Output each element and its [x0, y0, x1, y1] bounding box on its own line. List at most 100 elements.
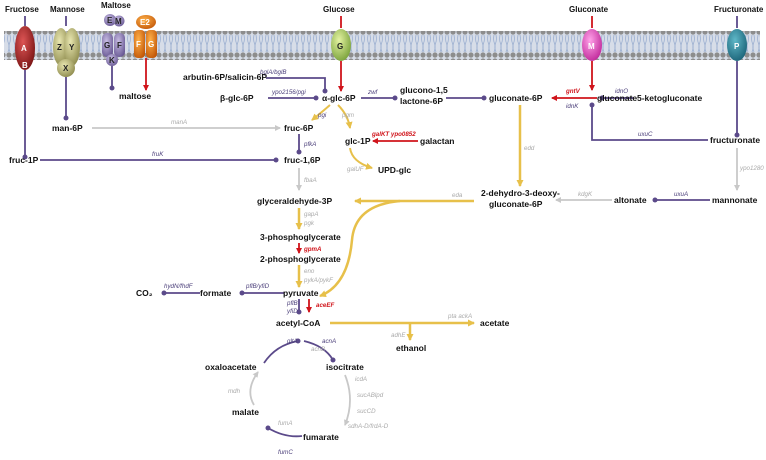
- enz-gpma: gpmA: [303, 246, 322, 253]
- enz-galkt: galKT ypo0852: [371, 131, 416, 138]
- met-glucono-1: glucono-1,5: [400, 85, 448, 95]
- man-x-label: X: [63, 64, 69, 73]
- enz-pgi: pgi: [317, 112, 327, 119]
- mal-m-label: M: [115, 17, 122, 26]
- label-maltose: Maltose: [101, 1, 131, 10]
- mal-g2-label: G: [148, 40, 154, 49]
- met-glucono-2: lactone-6P: [400, 96, 443, 106]
- enz-acnb: acnB: [311, 346, 325, 353]
- gnt-m-label: M: [588, 42, 595, 51]
- met-altonate: altonate: [614, 195, 647, 205]
- glc-g-label: G: [337, 42, 343, 51]
- transporter-mannose: Z Y X: [53, 16, 80, 77]
- met-gluconate6p: gluconate-6P: [489, 93, 543, 103]
- mal-e2-label: E2: [140, 18, 150, 27]
- transporter-gluconate: M: [582, 16, 602, 61]
- transporter-fructuronate: P: [727, 16, 747, 61]
- met-fumarate: fumarate: [303, 432, 339, 442]
- met-fruc1p: fruc-1P: [9, 155, 39, 165]
- enz-bglab: bglA/bglB: [260, 69, 287, 76]
- enz-kdgk: kdgK: [578, 191, 593, 198]
- met-fructuronate: fructuronate: [710, 135, 760, 145]
- enz-sdha: sdhA-D/frdA-D: [348, 423, 389, 430]
- met-oxaloacetate: oxaloacetate: [205, 362, 257, 372]
- enz-pgk: pgk: [303, 220, 315, 227]
- met-3pg: 3-phosphoglycerate: [260, 232, 341, 242]
- enz-mana: manA: [171, 119, 187, 126]
- met-ethanol: ethanol: [396, 343, 426, 353]
- label-glucose: Glucose: [323, 5, 355, 14]
- met-dehydro-1: 2-dehydro-3-deoxy-: [481, 188, 560, 198]
- met-mannonate: mannonate: [712, 195, 758, 205]
- met-g3p: glyceraldehyde-3P: [257, 196, 332, 206]
- mal-k-label: K: [109, 56, 115, 65]
- met-glc1p: glc-1P: [345, 136, 371, 146]
- met-acetylcoa: acetyl-CoA: [276, 318, 320, 328]
- enz-icda: icdA: [355, 376, 367, 383]
- met-acetate: acetate: [480, 318, 510, 328]
- transporter-glucose: G: [331, 16, 351, 61]
- enz-aceef: aceEF: [316, 302, 334, 309]
- enz-pgm: pgm: [341, 112, 354, 119]
- mal-g-label: G: [104, 41, 110, 50]
- enz-idnk: idnK: [566, 103, 579, 110]
- transporter-maltose: E M G F K: [102, 14, 125, 66]
- label-fructuronate: Fructuronate: [714, 5, 764, 14]
- enz-hydn: hydN/fhdF: [164, 283, 194, 290]
- label-mannose: Mannose: [50, 5, 85, 14]
- enz-idno: idnO: [615, 88, 628, 95]
- enz-uxua: uxuA: [674, 191, 688, 198]
- enz-ypo2156: ypo2156/pgi: [271, 89, 306, 96]
- enz-acna: acnA: [322, 338, 336, 345]
- enz-adhe: adhE: [391, 332, 406, 339]
- enz-gntv: gntV: [565, 88, 581, 95]
- met-bglc6p: β-glc-6P: [220, 93, 254, 103]
- met-malate: malate: [232, 407, 259, 417]
- cell-membrane: [4, 31, 760, 60]
- man-z-label: Z: [57, 43, 62, 52]
- met-gluconate: gluconate: [597, 93, 637, 103]
- fcu-p-label: P: [734, 42, 740, 51]
- label-gluconate: Gluconate: [569, 5, 609, 14]
- enz-fruk: fruK: [152, 151, 164, 158]
- enz-pfka: pfkA: [303, 141, 316, 148]
- met-co2: CO₂: [136, 288, 153, 298]
- enz-pflb-yfid: pflB/yfiD: [245, 283, 270, 290]
- enz-uxuc: uxuC: [638, 131, 653, 138]
- enz-galuf: galUF: [347, 166, 365, 173]
- mal-e-label: E: [107, 16, 113, 25]
- enz-eda: eda: [452, 192, 463, 199]
- enz-edd: edd: [524, 145, 535, 152]
- mal-f-label: F: [117, 41, 122, 50]
- enz-mdh: mdh: [228, 388, 241, 395]
- met-dehydro-2: gluconate-6P: [489, 199, 543, 209]
- enz-ypo1280: ypo1280: [739, 165, 764, 172]
- enz-gapa: gapA: [304, 211, 318, 218]
- label-fructose: Fructose: [5, 5, 39, 14]
- transporter-fructose: A B: [15, 16, 35, 70]
- enz-fuma: fumA: [278, 420, 292, 427]
- met-man6p: man-6P: [52, 123, 83, 133]
- mal-f2-label: F: [136, 40, 141, 49]
- enz-sucablpd: sucABlpd: [357, 392, 384, 399]
- enz-eno: eno: [304, 268, 315, 275]
- enz-yfid: yfiD: [286, 308, 298, 315]
- enz-pta-acka: pta ackA: [447, 313, 472, 320]
- met-galactan: galactan: [420, 136, 455, 146]
- man-y-label: Y: [69, 43, 75, 52]
- met-arbutin: arbutin-6P/salicin-6P: [183, 72, 267, 82]
- met-pyruvate: pyruvate: [283, 288, 319, 298]
- met-2pg: 2-phosphoglycerate: [260, 254, 341, 264]
- met-maltose: maltose: [119, 91, 151, 101]
- fru-b-label: B: [22, 61, 28, 70]
- met-formate: formate: [200, 288, 231, 298]
- met-aglc6p: α-glc-6P: [322, 93, 356, 103]
- enz-succd: sucCD: [357, 408, 376, 415]
- enz-fbaa: fbaA: [304, 177, 317, 184]
- met-fruc16p: fruc-1,6P: [284, 155, 321, 165]
- met-5-ketogluconate: 5-ketogluconate: [637, 93, 702, 103]
- met-updglc: UPD-glc: [378, 165, 411, 175]
- transporter-maltose-2: E2 F G: [134, 15, 157, 58]
